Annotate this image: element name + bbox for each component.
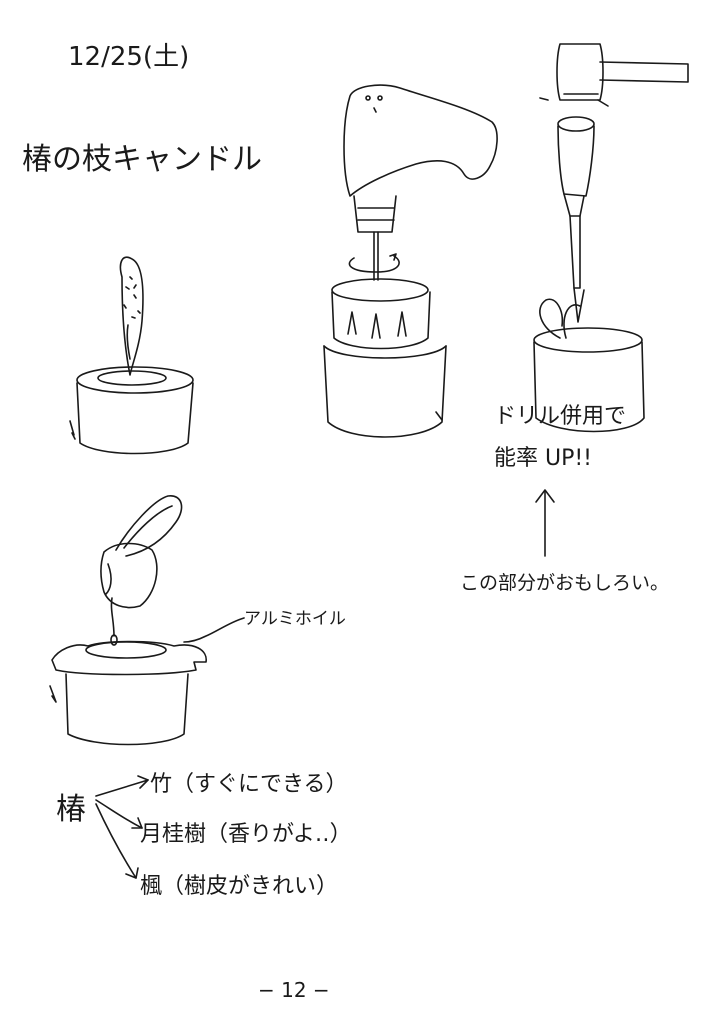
pouring-wax-illustration [49,495,207,746]
interesting-note: この部分がおもしろい。 [460,572,670,594]
drill-note-line1: ドリル併用で [494,404,627,429]
tree-list-root: 椿 [56,792,86,827]
page-number: − 12 − [258,978,330,1002]
lit-candle-illustration [69,256,194,455]
foil-label: アルミホイル [244,609,346,629]
arrow-up-icon [535,489,555,557]
foil-pointer-line [183,617,245,643]
tree-list-item: 竹（すぐにできる） [150,772,348,797]
date-label: 12/25(土) [68,42,190,72]
drill-note-line2: 能率 UP!! [494,446,593,471]
tree-list-item: 楓（樹皮がきれい） [140,874,339,899]
tree-list-arrows [95,775,149,879]
tree-list-item: 月桂樹（香りがよ‥） [140,822,352,847]
drill-illustration [323,84,498,438]
hammer-illustration [533,43,689,433]
page-title: 椿の枝キャンドル [22,142,262,177]
